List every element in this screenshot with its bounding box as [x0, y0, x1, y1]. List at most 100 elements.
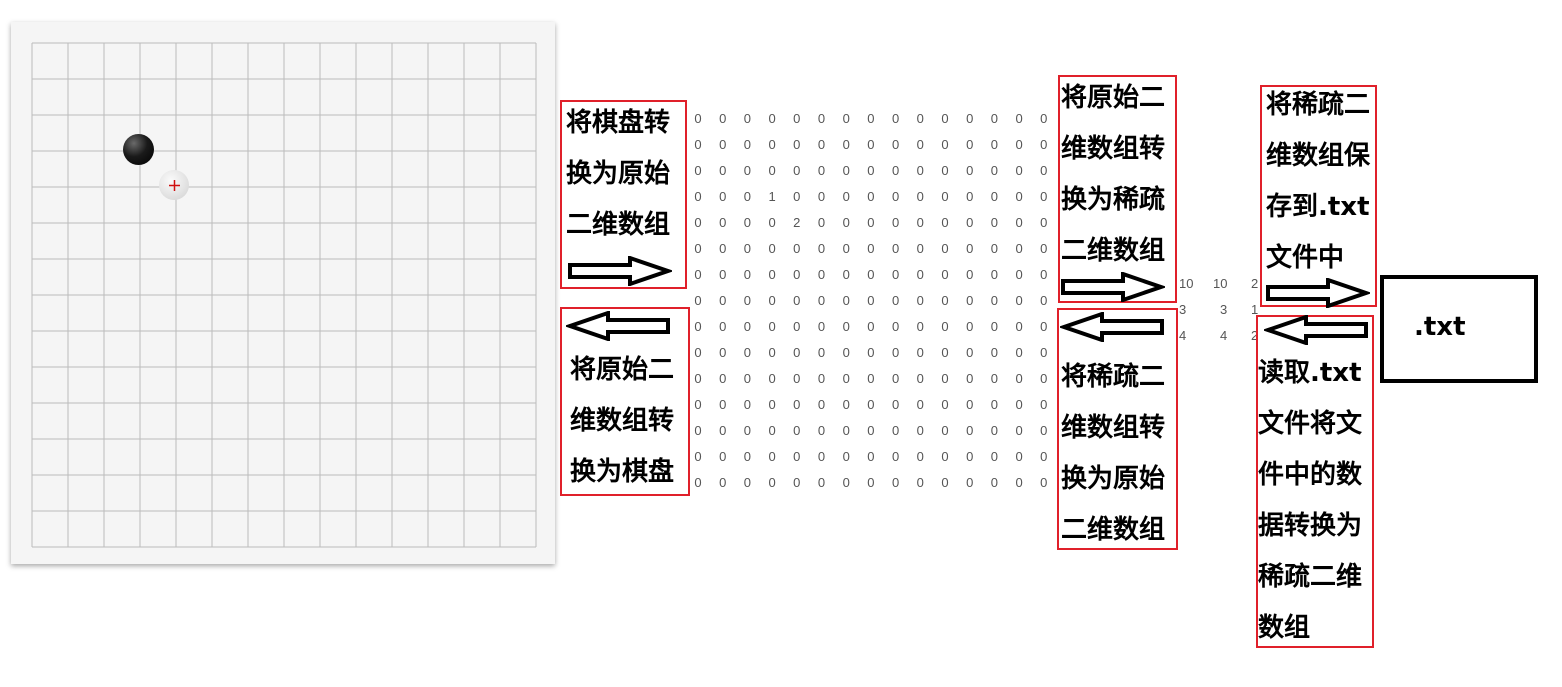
matrix-cell: 0 — [916, 475, 924, 490]
txt-file-label: .txt — [1414, 312, 1466, 342]
save-sparse-box — [1260, 85, 1377, 307]
matrix-cell: 0 — [941, 241, 949, 256]
matrix-cell: 0 — [1040, 293, 1048, 308]
matrix-cell: 0 — [916, 345, 924, 360]
matrix-cell: 0 — [867, 345, 875, 360]
sparse-to-array-box — [1057, 308, 1178, 550]
matrix-cell: 0 — [966, 475, 974, 490]
sparse-cell: 4 — [1179, 328, 1187, 343]
matrix-cell: 0 — [1015, 449, 1023, 464]
matrix-cell: 0 — [867, 137, 875, 152]
matrix-cell: 0 — [817, 189, 826, 204]
matrix-cell: 0 — [842, 293, 850, 308]
matrix-cell: 0 — [990, 111, 998, 126]
matrix-cell: 0 — [694, 215, 702, 230]
matrix-cell: 0 — [941, 345, 949, 360]
matrix-cell: 0 — [793, 397, 801, 412]
matrix-cell: 0 — [966, 449, 974, 464]
matrix-cell: 0 — [1040, 267, 1048, 282]
matrix-cell: 0 — [793, 345, 801, 360]
matrix-cell: 0 — [694, 267, 702, 282]
matrix-cell: 0 — [719, 319, 727, 334]
matrix-cell: 0 — [990, 371, 998, 386]
matrix-cell: 0 — [891, 189, 900, 204]
matrix-cell: 0 — [743, 345, 751, 360]
matrix-cell: 0 — [891, 241, 900, 256]
matrix-cell: 0 — [891, 137, 900, 152]
matrix-cell: 0 — [1040, 475, 1048, 490]
matrix-cell: 0 — [1015, 345, 1023, 360]
right-arrow-icon — [1061, 272, 1165, 302]
matrix-cell: 0 — [891, 475, 900, 490]
matrix-cell: 0 — [990, 241, 998, 256]
sparse-cell: 4 — [1220, 328, 1228, 343]
matrix-cell: 0 — [990, 449, 998, 464]
matrix-cell: 0 — [768, 319, 776, 334]
matrix-cell: 0 — [842, 137, 850, 152]
matrix-cell: 0 — [1040, 163, 1048, 178]
matrix-cell: 0 — [719, 397, 727, 412]
matrix-cell: 0 — [694, 137, 702, 152]
matrix-cell: 0 — [966, 189, 974, 204]
matrix-cell: 0 — [891, 267, 900, 282]
matrix-cell: 0 — [1040, 111, 1048, 126]
matrix-cell: 0 — [768, 137, 776, 152]
matrix-cell: 0 — [719, 475, 727, 490]
sparse-cell: 1 — [1251, 302, 1259, 317]
matrix-cell: 0 — [842, 163, 850, 178]
matrix-cell: 0 — [891, 423, 900, 438]
matrix-cell: 0 — [768, 293, 776, 308]
matrix-cell: 0 — [842, 371, 850, 386]
matrix-cell: 0 — [916, 241, 924, 256]
matrix-cell: 0 — [719, 241, 727, 256]
matrix-cell: 0 — [867, 397, 875, 412]
sparse-cell: 3 — [1179, 302, 1187, 317]
sparse-cell: 2 — [1251, 328, 1259, 343]
matrix-cell: 0 — [842, 267, 850, 282]
matrix-cell: 0 — [941, 371, 949, 386]
matrix-cell: 0 — [793, 267, 801, 282]
matrix-cell: 0 — [916, 111, 924, 126]
matrix-cell: 0 — [891, 293, 900, 308]
matrix-cell: 0 — [719, 371, 727, 386]
matrix-cell: 0 — [694, 163, 702, 178]
matrix-cell: 0 — [793, 371, 801, 386]
matrix-cell: 0 — [793, 293, 801, 308]
matrix-cell: 0 — [817, 475, 826, 490]
matrix-cell: 0 — [719, 189, 727, 204]
matrix-cell: 0 — [941, 267, 949, 282]
sparse-to-array-label: 将稀疏二 维数组转 换为原始 二维数组 — [1061, 362, 1166, 545]
matrix-cell: 0 — [916, 189, 924, 204]
matrix-cell: 0 — [1015, 267, 1023, 282]
read-txt-box — [1256, 315, 1374, 648]
matrix-cell: 0 — [817, 241, 826, 256]
matrix-cell: 0 — [867, 475, 875, 490]
matrix-cell: 0 — [916, 163, 924, 178]
matrix-cell: 0 — [793, 449, 801, 464]
matrix-cell: 0 — [1015, 397, 1023, 412]
matrix-cell: 0 — [990, 189, 998, 204]
matrix-cell: 0 — [817, 267, 826, 282]
matrix-cell: 0 — [941, 319, 949, 334]
matrix-cell: 0 — [842, 319, 850, 334]
matrix-cell: 0 — [743, 241, 751, 256]
matrix-cell: 0 — [916, 293, 924, 308]
matrix-cell: 0 — [941, 137, 949, 152]
matrix-cell: 0 — [817, 345, 826, 360]
matrix-cell: 0 — [768, 371, 776, 386]
matrix-cell: 0 — [694, 319, 702, 334]
matrix-cell: 0 — [817, 111, 826, 126]
matrix-cell: 0 — [966, 397, 974, 412]
matrix-cell: 0 — [941, 111, 949, 126]
matrix-cell: 0 — [990, 475, 998, 490]
chess-board[interactable] — [11, 22, 555, 564]
matrix-cell: 0 — [891, 111, 900, 126]
matrix-cell: 0 — [941, 449, 949, 464]
matrix-cell: 0 — [817, 215, 826, 230]
black-stone — [123, 134, 154, 165]
matrix-cell: 0 — [1040, 137, 1048, 152]
matrix-cell: 0 — [916, 267, 924, 282]
matrix-cell: 0 — [743, 215, 751, 230]
left-arrow-icon — [1264, 315, 1368, 345]
matrix-cell: 0 — [867, 215, 875, 230]
